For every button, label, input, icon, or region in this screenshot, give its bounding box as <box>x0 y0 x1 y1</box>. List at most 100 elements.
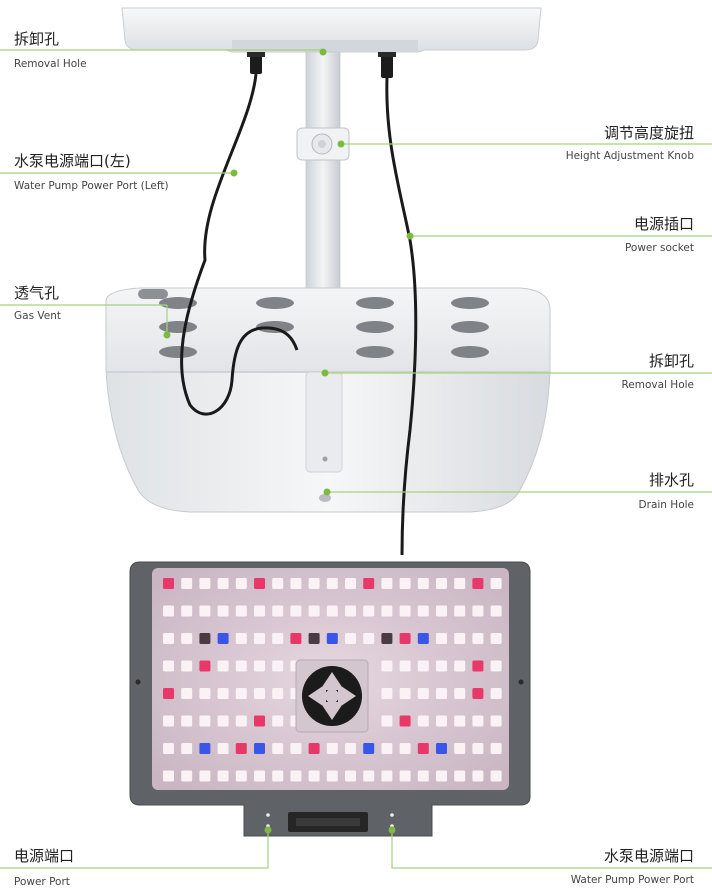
led-white <box>399 605 411 617</box>
led-white <box>381 770 393 782</box>
led-red <box>254 715 265 727</box>
led-blue <box>326 633 338 644</box>
led-white <box>199 633 211 644</box>
led-white <box>163 660 174 672</box>
callout-water-pump-port-left-en: Water Pump Power Port (Left) <box>14 180 169 192</box>
led-white <box>436 605 447 617</box>
led-white <box>363 605 375 617</box>
led-white <box>381 688 393 699</box>
led-white <box>399 688 411 699</box>
pod-hole <box>256 297 294 309</box>
led-white <box>254 605 265 617</box>
led-white <box>308 605 320 617</box>
led-white <box>308 578 320 589</box>
callout-water-pump-port-left-zh: 水泵电源端口(左) <box>14 152 131 170</box>
led-white <box>199 770 211 782</box>
led-white <box>326 578 338 589</box>
callout-drain-hole-zh: 排水孔 <box>648 471 694 489</box>
led-white <box>181 578 193 589</box>
led-blue <box>217 633 229 644</box>
led-white <box>436 770 447 782</box>
led-white <box>272 770 284 782</box>
pod-hole <box>356 346 394 358</box>
led-white <box>417 770 429 782</box>
led-white <box>272 578 284 589</box>
led-red <box>399 715 411 727</box>
led-white <box>436 715 447 727</box>
pod-hole <box>159 321 197 333</box>
led-white <box>399 578 411 589</box>
callout-removal-hole-body-zh: 拆卸孔 <box>648 352 694 370</box>
led-white <box>381 605 393 617</box>
led-white <box>490 715 502 727</box>
led-red <box>363 578 375 589</box>
gas-vent-icon <box>138 289 168 299</box>
callout-removal-hole-body-en: Removal Hole <box>621 379 694 391</box>
led-white <box>472 770 484 782</box>
pod-holes <box>159 297 489 358</box>
pod-hole <box>256 321 294 333</box>
led-white <box>163 743 174 754</box>
led-red <box>254 578 265 589</box>
led-white <box>345 578 356 589</box>
callout-removal-hole-top-zh: 拆卸孔 <box>14 30 60 48</box>
callout-water-pump-power-port-en: Water Pump Power Port <box>570 874 694 886</box>
led-white <box>436 688 447 699</box>
led-white <box>490 633 502 644</box>
callout-removal-hole-top-en: Removal Hole <box>14 58 87 70</box>
callout-drain-hole-en: Drain Hole <box>638 499 694 511</box>
pod-hole <box>159 346 197 358</box>
led-white <box>235 633 247 644</box>
led-white <box>345 633 356 644</box>
led-blue <box>199 743 211 754</box>
led-white <box>490 605 502 617</box>
led-white <box>272 715 284 727</box>
led-white <box>217 605 229 617</box>
led-white <box>490 743 502 754</box>
pod-hole <box>356 297 394 309</box>
led-red <box>472 660 484 672</box>
led-white <box>290 605 302 617</box>
led-white <box>181 743 193 754</box>
led-white <box>290 743 302 754</box>
led-red <box>472 688 484 699</box>
led-white <box>217 688 229 699</box>
led-white <box>181 715 193 727</box>
led-white <box>454 715 466 727</box>
led-white <box>163 770 174 782</box>
led-white <box>254 660 265 672</box>
callout-water-pump-power-port-zh: 水泵电源端口 <box>603 847 694 865</box>
led-white <box>235 688 247 699</box>
led-white <box>454 770 466 782</box>
led-white <box>235 578 247 589</box>
led-white <box>181 633 193 644</box>
led-white <box>381 633 393 644</box>
led-blue <box>417 633 429 644</box>
led-white <box>254 633 265 644</box>
screw <box>135 679 141 685</box>
callout-power-port-en: Power Port <box>14 876 70 888</box>
cable-right <box>385 77 418 556</box>
led-grid <box>163 578 502 782</box>
led-white <box>272 688 284 699</box>
cooling-fan <box>295 659 369 733</box>
led-white <box>472 633 484 644</box>
led-white <box>290 578 302 589</box>
led-panel <box>129 561 531 837</box>
led-white <box>199 605 211 617</box>
led-white <box>454 660 466 672</box>
led-white <box>163 715 174 727</box>
led-white <box>345 605 356 617</box>
led-white <box>472 743 484 754</box>
led-red <box>199 660 211 672</box>
callout-power-socket-en: Power socket <box>624 242 694 254</box>
screw <box>518 679 524 685</box>
led-white <box>381 578 393 589</box>
callout-power-socket-zh: 电源插口 <box>633 215 694 233</box>
drain-hole-icon <box>319 494 331 502</box>
led-white <box>272 605 284 617</box>
pod-hole <box>451 297 489 309</box>
led-white <box>217 743 229 754</box>
plug-left <box>247 52 265 74</box>
led-blue <box>254 743 265 754</box>
